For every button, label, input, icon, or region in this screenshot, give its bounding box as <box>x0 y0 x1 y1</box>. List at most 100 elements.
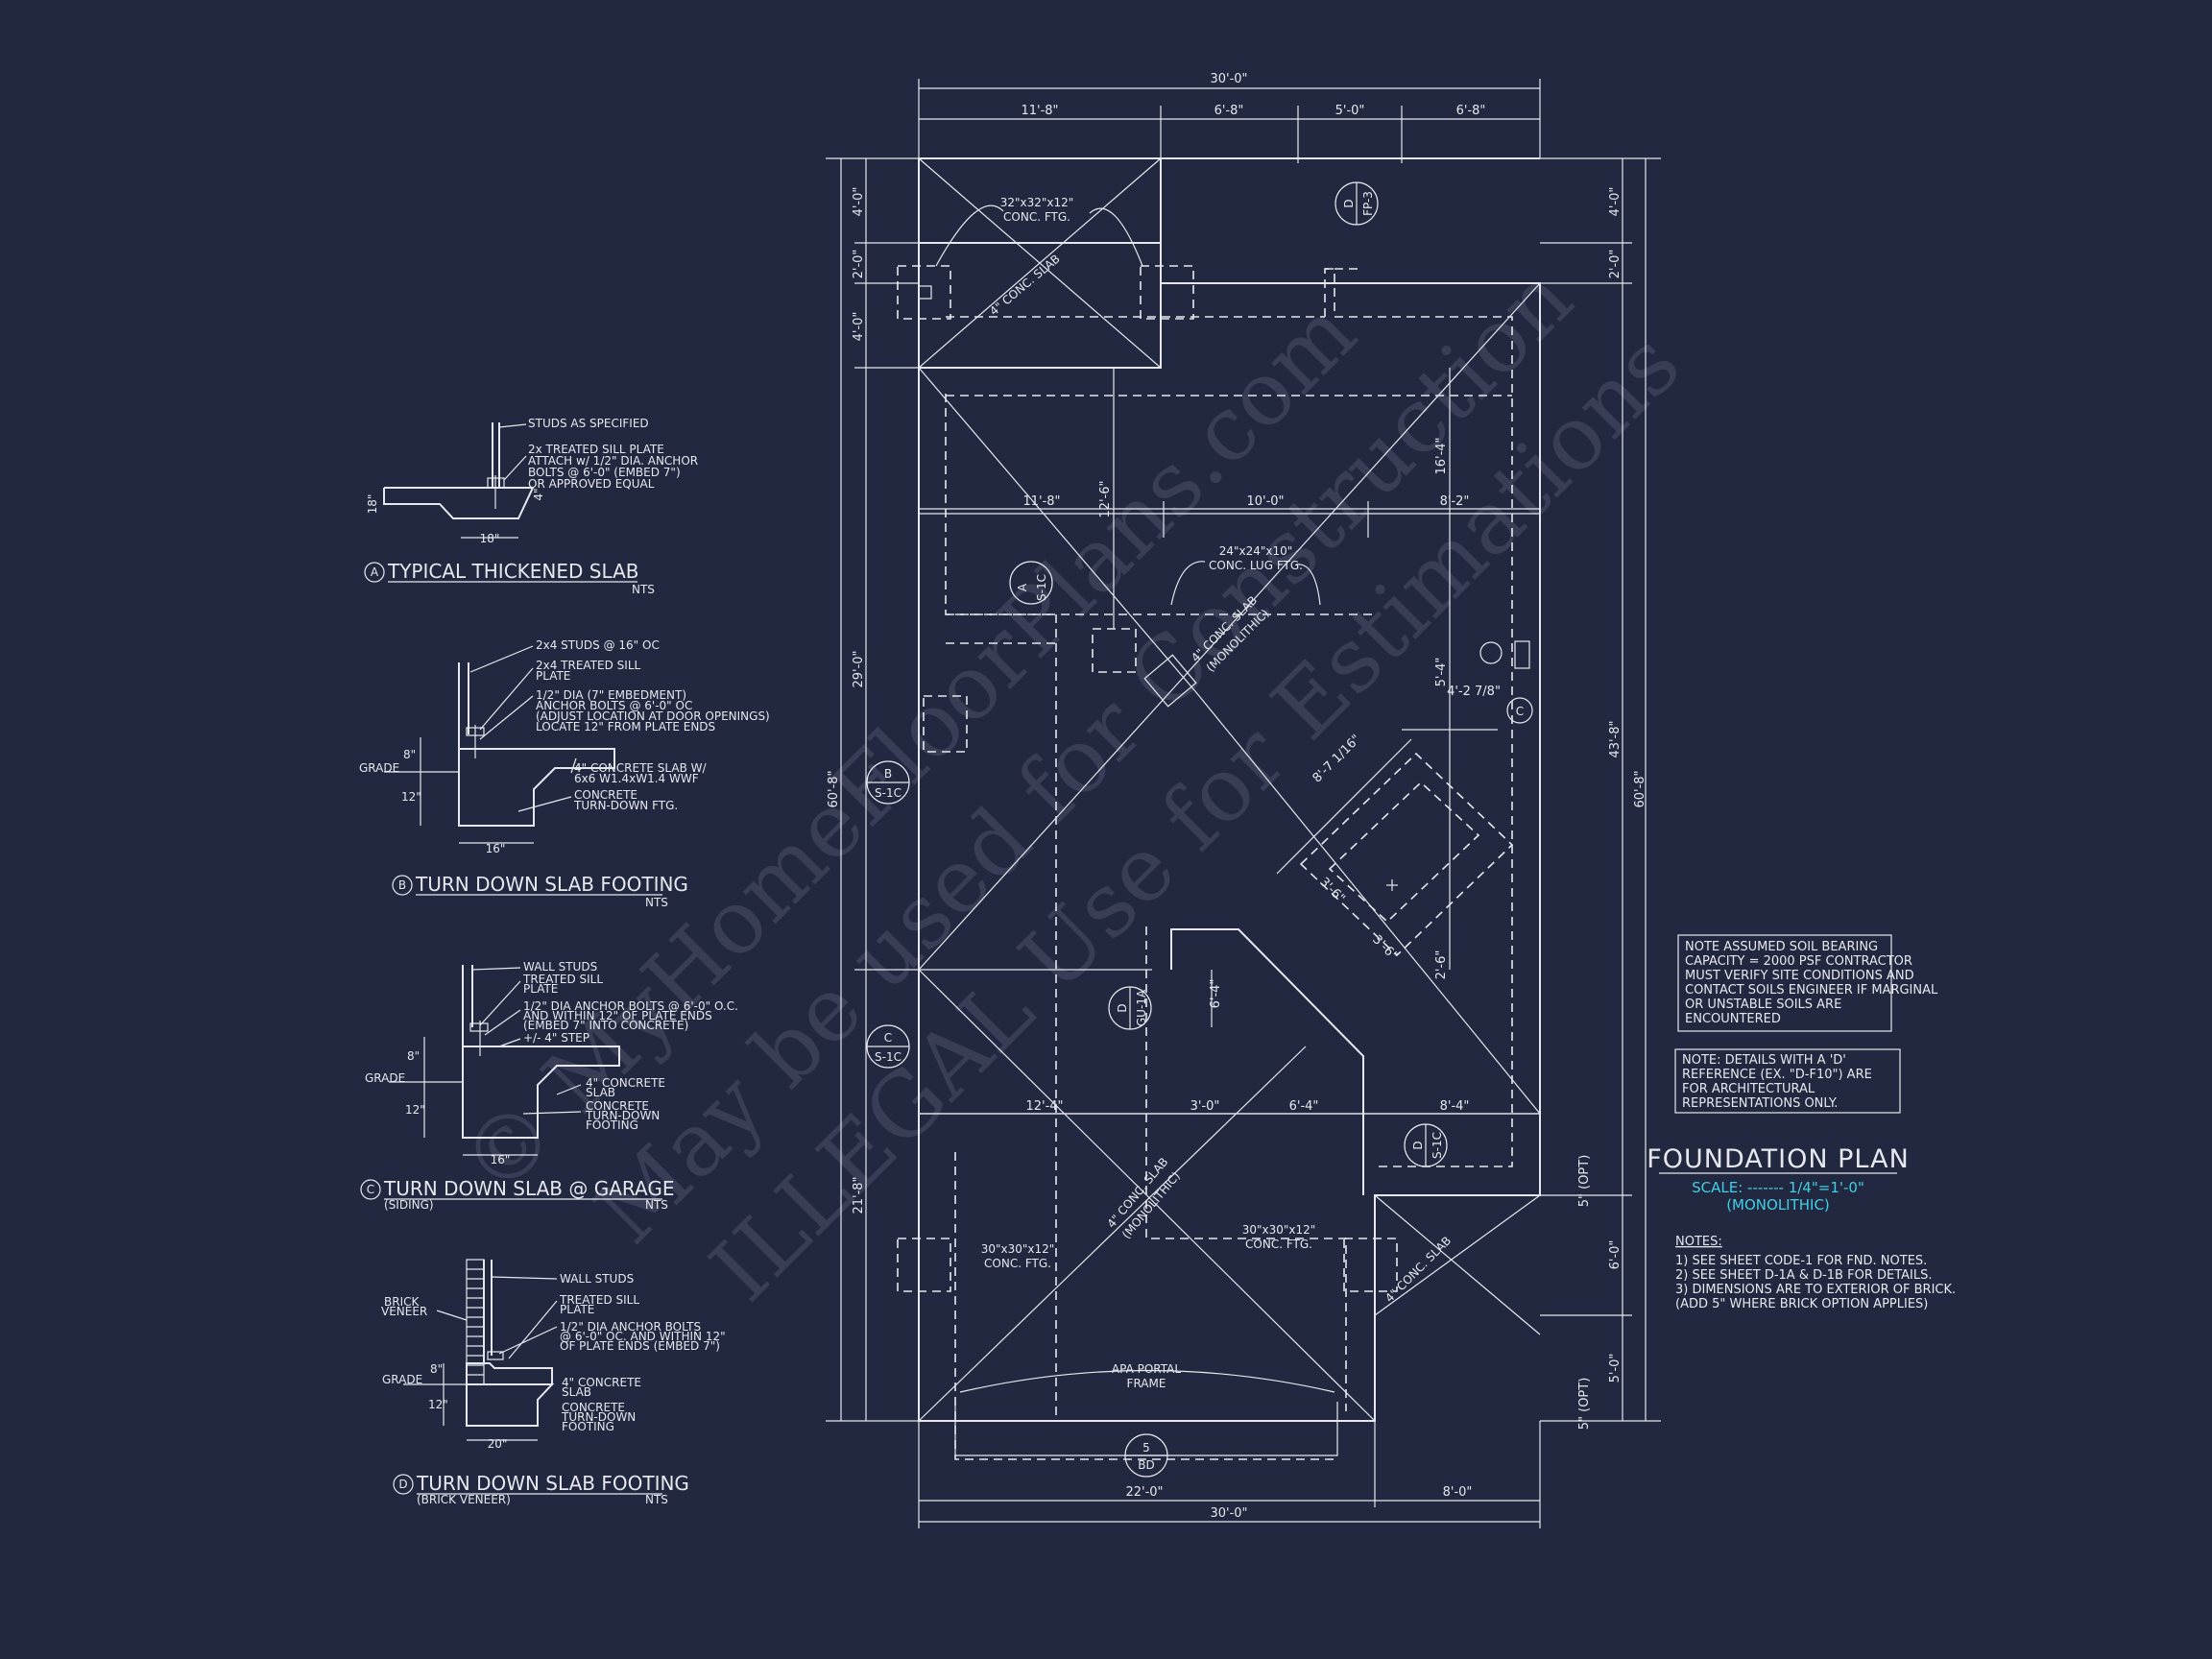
detail-b-label-7: LOCATE 12" FROM PLATE ENDS <box>536 720 715 733</box>
detail-b-dim-3: 12" <box>401 790 421 804</box>
label-lug-b: CONC. LUG FTG. <box>1209 559 1303 572</box>
notes-heading: NOTES: <box>1675 1235 1722 1249</box>
soil-note-3: MUST VERIFY SITE CONDITIONS AND <box>1685 969 1914 983</box>
soil-note-1: NOTE ASSUMED SOIL BEARING <box>1685 940 1878 954</box>
detail-b-label-11: TURN-DOWN FTG. <box>573 799 678 812</box>
detail-b: 2x4 STUDS @ 16" OC 2x4 TREATED SILL PLAT… <box>359 638 770 909</box>
callout-d-s1c: D S-1C <box>1404 1123 1448 1167</box>
dim-left-4: 29'-0" <box>852 650 866 687</box>
callout-dfp-id: D <box>1342 199 1356 207</box>
detail-c-label-9: SLAB <box>586 1086 615 1099</box>
detail-a-nts: NTS <box>632 583 655 596</box>
dim-mid-low-2: 3'-0" <box>1190 1099 1220 1114</box>
dim-bottom-2: 8'-0" <box>1443 1485 1473 1500</box>
detail-b-title: TURN DOWN SLAB FOOTING <box>415 873 688 896</box>
detail-d-label-13: FOOTING <box>562 1420 614 1433</box>
note-2: 2) SEE SHEET D-1A & D-1B FOR DETAILS. <box>1675 1268 1933 1283</box>
detail-d-dim-2: 8" <box>430 1362 443 1376</box>
detail-c-dim-1: GRADE <box>365 1071 405 1085</box>
detail-c-dim-2: 8" <box>407 1049 420 1063</box>
detail-b-label-3: PLATE <box>536 669 570 683</box>
detail-a-dim-1: 18" <box>480 532 500 545</box>
label-portal-b: FRAME <box>1127 1377 1166 1390</box>
dim-inner-6: 3'-6" <box>1316 875 1347 905</box>
note-3: 3) DIMENSIONS ARE TO EXTERIOR OF BRICK. <box>1675 1283 1956 1297</box>
detail-b-label-6: (ADJUST LOCATION AT DOOR OPENINGS) <box>536 709 770 723</box>
label-ftg-30l-a: 30"x30"x12" <box>981 1242 1055 1256</box>
detail-c-dim-3: 12" <box>405 1103 425 1117</box>
detail-note-2: REFERENCE (EX. "D-F10") ARE <box>1682 1068 1872 1082</box>
detail-d-label-8: OF PLATE ENDS (EMBED 7") <box>560 1339 720 1353</box>
callout-b-s1c: B S-1C <box>866 760 910 805</box>
detail-c-label-11: TURN-DOWN <box>585 1109 660 1122</box>
detail-b-label-8: 4" CONCRETE SLAB W/ <box>574 761 707 775</box>
soil-note-5: OR UNSTABLE SOILS ARE <box>1685 998 1841 1012</box>
dim-right-5: 5'-0" <box>1608 1354 1623 1383</box>
dim-left-5: 21'-8" <box>852 1176 866 1214</box>
dim-overall-bottom: 30'-0" <box>1210 1506 1247 1521</box>
dim-right-opt-1: 5" (OPT) <box>1577 1155 1592 1208</box>
callout-dgu-id: D <box>1116 1003 1129 1012</box>
detail-c-label-6: (EMBED 7" INTO CONCRETE) <box>523 1019 688 1032</box>
detail-a-dim-2: 18" <box>366 494 379 515</box>
detail-c-label-5: AND WITHIN 12" OF PLATE ENDS <box>523 1009 712 1022</box>
detail-a-title: TYPICAL THICKENED SLAB <box>387 560 638 583</box>
detail-d-label-12: TURN-DOWN <box>561 1410 636 1424</box>
detail-c-label-10: CONCRETE <box>586 1099 649 1113</box>
soil-note-6: ENCOUNTERED <box>1685 1012 1781 1026</box>
dim-mid-up-2: 10'-0" <box>1246 494 1284 509</box>
dim-left-2: 2'-0" <box>852 250 866 279</box>
callout-b-id: B <box>884 767 892 781</box>
dim-right-3: 43'-8" <box>1608 720 1623 757</box>
detail-d-sub: (BRICK VENEER) <box>417 1493 511 1506</box>
detail-d-letter: D <box>398 1478 407 1491</box>
detail-a-label-1: STUDS AS SPECIFIED <box>528 417 649 430</box>
callout-d-id: D <box>1411 1141 1425 1149</box>
plan-title-block: FOUNDATION PLAN SCALE: ------- 1/4"=1'-0… <box>1647 1144 1910 1214</box>
label-ftg-30l-b: CONC. FTG. <box>984 1257 1051 1270</box>
detail-c-label-3: PLATE <box>523 982 558 996</box>
detail-b-nts: NTS <box>645 896 668 909</box>
page-title: FOUNDATION PLAN <box>1647 1144 1910 1174</box>
label-ftg-32-b: CONC. FTG. <box>1003 210 1070 224</box>
detail-c-label-8: 4" CONCRETE <box>586 1076 665 1090</box>
label-ftg-30r-a: 30"x30"x12" <box>1242 1223 1316 1237</box>
detail-b-dim-4: 16" <box>486 842 506 855</box>
detail-d-label-6: 1/2" DIA ANCHOR BOLTS <box>560 1320 701 1334</box>
notes-box-details: NOTE: DETAILS WITH A 'D' REFERENCE (EX. … <box>1674 1048 1901 1114</box>
soil-note-4: CONTACT SOILS ENGINEER IF MARGINAL <box>1685 983 1938 998</box>
dim-bottom-1: 22'-0" <box>1125 1485 1163 1500</box>
detail-d-label-5: PLATE <box>560 1303 594 1316</box>
callout-d-fp3: D FP-3 <box>1334 181 1379 226</box>
plan-scale: SCALE: ------- 1/4"=1'-0" <box>1692 1179 1864 1196</box>
label-lug-a: 24"x24"x10" <box>1219 544 1293 558</box>
detail-d-label-11: CONCRETE <box>562 1401 625 1414</box>
dim-top-3: 5'-0" <box>1335 104 1365 118</box>
detail-a: STUDS AS SPECIFIED 2x TREATED SILL PLATE… <box>364 417 698 596</box>
detail-a-label-3: ATTACH w/ 1/2" DIA. ANCHOR <box>528 454 698 468</box>
callout-a-ref: S-1C <box>1035 574 1048 601</box>
label-slab-garage: 4" CONC. SLAB <box>1382 1234 1454 1305</box>
callout-d-ref: S-1C <box>1431 1132 1444 1159</box>
detail-b-dim-1: GRADE <box>359 761 399 775</box>
dim-mid-up-1: 11'-8" <box>1022 494 1060 509</box>
detail-d-label-10: SLAB <box>562 1385 591 1399</box>
detail-b-letter: B <box>398 878 406 892</box>
detail-c-title: TURN DOWN SLAB @ GARAGE <box>383 1177 674 1200</box>
detail-c-label-12: FOOTING <box>586 1118 638 1132</box>
notes-box-soil: NOTE ASSUMED SOIL BEARING CAPACITY = 200… <box>1677 934 1938 1032</box>
detail-c-dim-4: 16" <box>491 1153 511 1166</box>
callout-c-id: C <box>884 1031 892 1045</box>
detail-c: WALL STUDS TREATED SILL PLATE 1/2" DIA A… <box>360 960 738 1212</box>
callout-5-ref: BD <box>1138 1458 1154 1472</box>
dim-right-1: 4'-0" <box>1608 187 1623 217</box>
detail-c-label-1: WALL STUDS <box>523 960 597 974</box>
callout-5-bd: 5 BD <box>1124 1433 1168 1478</box>
detail-b-label-10: CONCRETE <box>574 788 637 802</box>
dim-inner-1: 16'-4" <box>1434 437 1449 474</box>
detail-note-4: REPRESENTATIONS ONLY. <box>1682 1096 1838 1111</box>
note-1: 1) SEE SHEET CODE-1 FOR FND. NOTES. <box>1675 1254 1927 1268</box>
detail-d-label-1: WALL STUDS <box>560 1272 634 1286</box>
detail-a-dim-3: 4" <box>532 488 545 500</box>
callout-c-small: C <box>1506 697 1533 724</box>
